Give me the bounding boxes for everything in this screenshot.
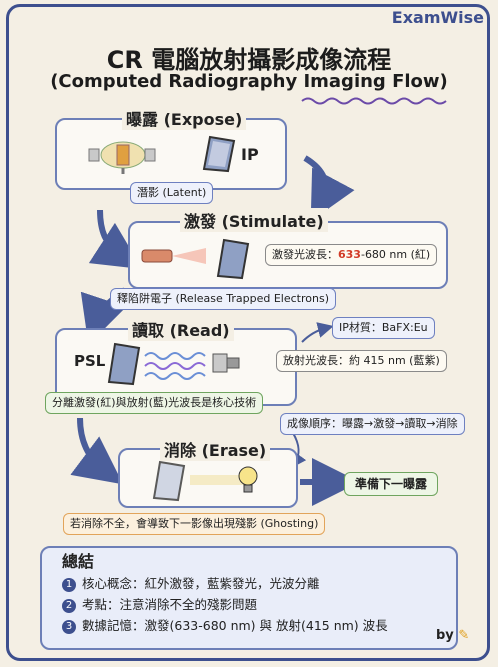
summary-item-2: 2 考點：注意消除不全的殘影問題 <box>62 594 257 613</box>
title-chinese: CR 電腦放射攝影成像流程 <box>106 46 392 74</box>
summary-text-3: 數據記憶：激發(633-680 nm) 與 放射(415 nm) 波長 <box>82 618 388 633</box>
psl-label: PSL <box>74 352 106 370</box>
imaging-plate-icon <box>202 135 236 173</box>
next-exposure-button: 準備下一曝露 <box>344 472 439 496</box>
summary-num-1: 1 <box>62 578 76 592</box>
outer-frame <box>6 4 490 661</box>
release-electrons-tag: 釋陷阱電子 (Release Trapped Electrons) <box>110 288 336 310</box>
summary-text-1: 核心概念：紅外激發，藍紫發光，光波分離 <box>82 576 320 591</box>
title-english: (Computed Radiography Imaging Flow) <box>50 71 448 92</box>
erase-plate-bulb-icon <box>152 460 258 502</box>
brand-logo-text: ExamWise <box>391 8 484 27</box>
author-logo-icon: ✎ <box>458 628 470 643</box>
stimulate-title: 激發 (Stimulate) <box>180 208 328 232</box>
summary-item-3: 3 數據記憶：激發(633-680 nm) 與 放射(415 nm) 波長 <box>62 615 388 634</box>
summary-num-2: 2 <box>62 599 76 613</box>
ip-material-tag: IP材質：BaFX:Eu <box>332 317 435 339</box>
excitation-red-value: 633 <box>338 248 361 261</box>
summary-text-2: 考點：注意消除不全的殘影問題 <box>82 597 258 612</box>
erase-title: 消除 (Erase) <box>160 437 271 461</box>
read-title: 讀取 (Read) <box>128 317 234 341</box>
byline-text: by <box>436 628 454 643</box>
separation-tag: 分離激發(紅)與放射(藍)光波長是核心技術 <box>45 392 264 414</box>
excitation-suffix: -680 nm (紅) <box>360 248 431 261</box>
expose-title: 曝露 (Expose) <box>122 106 247 130</box>
title-underline-wave <box>301 97 447 105</box>
ip-label: IP <box>241 145 259 164</box>
excitation-wavelength-tag: 激發光波長：633-680 nm (紅) <box>265 244 438 266</box>
summary-panel <box>40 546 458 650</box>
byline: by ✎ <box>436 628 469 643</box>
summary-title: 總結 <box>62 552 95 571</box>
xray-tube-icon <box>88 141 156 174</box>
summary-num-3: 3 <box>62 620 76 634</box>
psl-emission-icon <box>107 342 240 386</box>
ghosting-warning-tag: 若消除不全，會導致下一影像出現殘影 (Ghosting) <box>63 513 326 535</box>
excitation-prefix: 激發光波長： <box>272 248 338 261</box>
laser-beam-icon <box>141 238 250 280</box>
summary-item-1: 1 核心概念：紅外激發，藍紫發光，光波分離 <box>62 573 320 592</box>
latent-tag: 潛影 (Latent) <box>130 182 214 204</box>
emission-wavelength-tag: 放射光波長：約 415 nm (藍紫) <box>276 350 447 372</box>
sequence-tag: 成像順序：曝露→激發→讀取→消除 <box>280 413 465 435</box>
